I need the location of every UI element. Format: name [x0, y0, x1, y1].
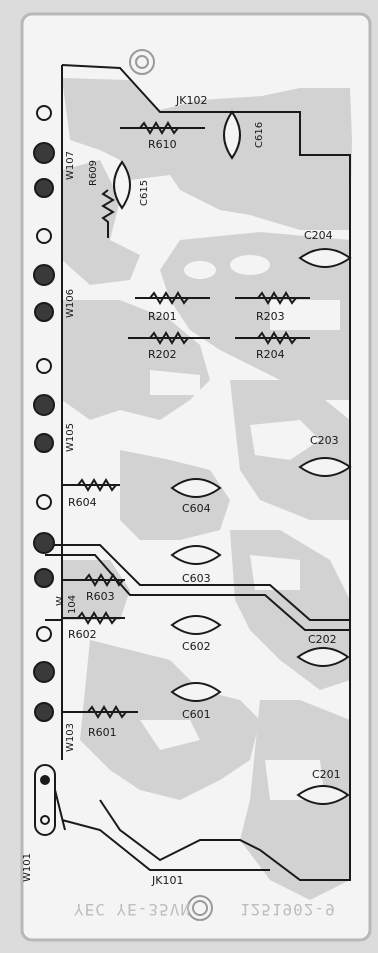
label-w101: W101	[22, 853, 33, 882]
resistor-r202	[149, 331, 189, 345]
resistor-r602	[77, 611, 117, 625]
resistor-r609	[101, 189, 115, 238]
pad-w105-a	[36, 358, 52, 374]
resistors	[77, 121, 297, 719]
pad-w103-c	[34, 702, 54, 722]
pad-w101	[34, 764, 56, 836]
pad-w104-a	[36, 494, 52, 510]
label-r202: R202	[148, 348, 177, 361]
capacitor-c203	[298, 457, 352, 477]
connector-pads	[33, 105, 56, 836]
pad-w106-b	[33, 264, 55, 286]
label-r203: R203	[256, 310, 285, 323]
label-r609: R609	[88, 160, 99, 186]
label-w107: W107	[65, 151, 76, 180]
capacitor-c601	[170, 682, 222, 702]
resistor-r201	[149, 291, 189, 305]
resistor-r603	[84, 573, 124, 587]
resistor-r610	[139, 121, 179, 135]
capacitor-c201	[296, 785, 350, 805]
label-c203: C203	[310, 434, 339, 447]
label-c603: C603	[182, 572, 211, 585]
capacitor-c604	[170, 478, 222, 498]
label-c601: C601	[182, 708, 211, 721]
label-w105: W105	[65, 423, 76, 452]
label-r602: R602	[68, 628, 97, 641]
label-w104-a: W	[55, 596, 66, 606]
label-w106: W106	[65, 289, 76, 318]
label-r601: R601	[88, 726, 117, 739]
mounting-hole-bottom	[192, 900, 208, 916]
component-labels: JK102 R610 C616 R609 C615 C204 R201 R203…	[22, 94, 341, 887]
resistor-r204	[257, 331, 297, 345]
pad-w104-c	[34, 568, 54, 588]
capacitors	[113, 110, 352, 805]
capacitor-c615	[113, 160, 131, 210]
label-r610: R610	[148, 138, 177, 151]
model-marking: YEC YE-35VN	[74, 900, 191, 919]
label-c602: C602	[182, 640, 211, 653]
pad-w107-a	[36, 105, 52, 121]
pad-w103-b	[33, 661, 55, 683]
mounting-holes	[129, 49, 213, 921]
pad-w107-c	[34, 178, 54, 198]
label-r201: R201	[148, 310, 177, 323]
capacitor-c616	[223, 110, 241, 160]
pad-w106-c	[34, 302, 54, 322]
pad-w106-a	[36, 228, 52, 244]
pad-w105-c	[34, 433, 54, 453]
capacitor-c603	[170, 545, 222, 565]
label-c204: C204	[304, 229, 333, 242]
label-c202: C202	[308, 633, 337, 646]
label-jk102: JK102	[175, 94, 207, 107]
label-r603: R603	[86, 590, 115, 603]
pad-w103-a	[36, 626, 52, 642]
capacitor-c202	[296, 647, 350, 667]
label-w104-b: 104	[67, 595, 78, 614]
label-c616: C616	[254, 122, 265, 148]
label-c615: C615	[139, 180, 150, 206]
pad-w105-b	[33, 394, 55, 416]
resistor-r203	[257, 291, 297, 305]
label-w103: W103	[65, 723, 76, 752]
mounting-hole-top	[135, 55, 149, 69]
label-jk101: JK101	[151, 874, 183, 887]
capacitor-c204	[298, 248, 352, 268]
pad-w107-b	[33, 142, 55, 164]
resistor-r601	[87, 705, 127, 719]
capacitor-c602	[170, 615, 222, 635]
part-number-marking: 1251902-9	[240, 900, 336, 919]
traces	[45, 64, 351, 881]
label-c201: C201	[312, 768, 341, 781]
board-markings: 1251902-9 YEC YE-35VN	[74, 900, 336, 919]
resistor-r604	[77, 478, 117, 492]
label-r204: R204	[256, 348, 285, 361]
pad-w104-b	[33, 532, 55, 554]
label-c604: C604	[182, 502, 211, 515]
label-r604: R604	[68, 496, 97, 509]
